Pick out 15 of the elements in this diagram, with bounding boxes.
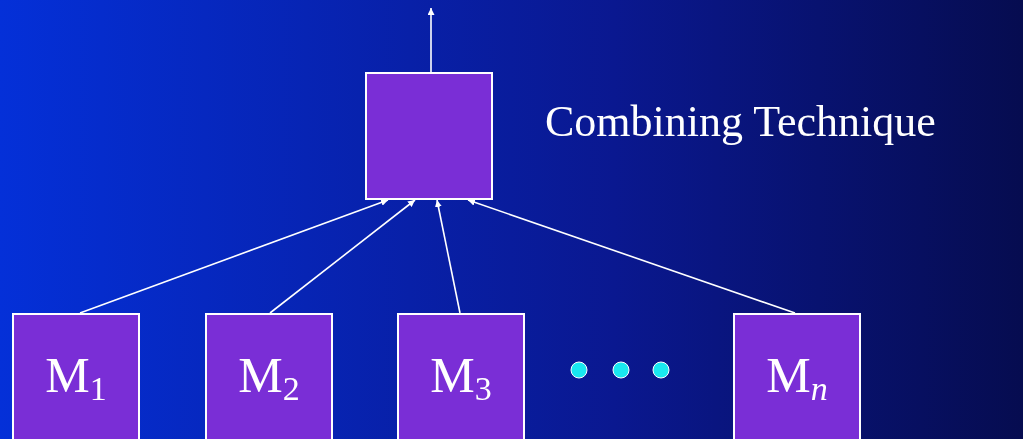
node-label: M$_{3}$ xyxy=(430,350,492,406)
model-box xyxy=(12,313,140,439)
node-label: M$_{1}$ xyxy=(45,350,107,406)
model-box xyxy=(733,313,861,439)
arrow xyxy=(467,199,796,314)
arrow xyxy=(434,199,461,314)
node-label: M$_{2}$ xyxy=(238,350,300,406)
node-label: M$_{n}$ xyxy=(766,350,828,406)
node-caption: Combining Technique xyxy=(545,96,936,147)
model-box xyxy=(397,313,525,439)
process-box xyxy=(365,72,493,200)
arrow xyxy=(79,199,389,314)
arrow xyxy=(269,199,416,314)
arrow xyxy=(427,7,435,73)
model-box xyxy=(205,313,333,439)
